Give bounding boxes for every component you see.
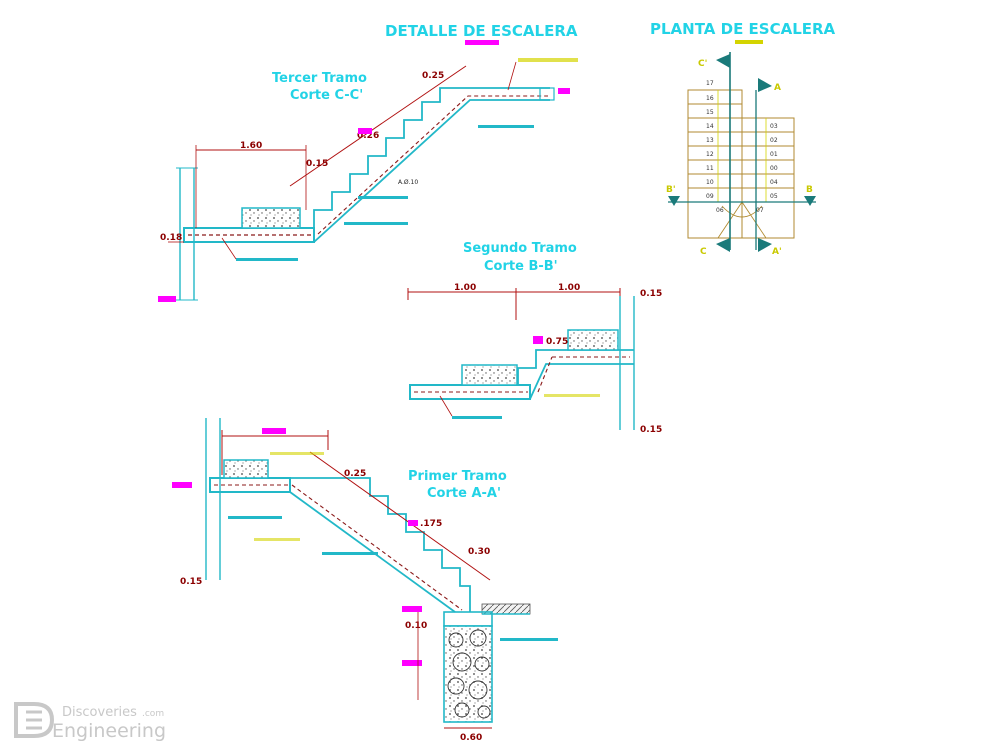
svg-text:16: 16 bbox=[706, 95, 714, 102]
svg-text:0.30: 0.30 bbox=[468, 547, 490, 557]
plan-scale-tag bbox=[735, 40, 763, 44]
svg-text:10: 10 bbox=[706, 179, 714, 186]
svg-text:0.25: 0.25 bbox=[422, 71, 444, 81]
tercer-level-tag bbox=[158, 296, 176, 302]
primer-title: Primer Tramo bbox=[408, 469, 507, 484]
stair-plan: 17 16 15 14 13 12 11 10 09 03 02 01 00 0… bbox=[666, 52, 816, 257]
segundo-title: Segundo Tramo bbox=[463, 241, 577, 256]
watermark-line2: Engineering bbox=[52, 720, 166, 742]
svg-text:1.00: 1.00 bbox=[558, 283, 580, 293]
primer-cut: Corte A-A' bbox=[427, 486, 501, 501]
svg-text:0.10: 0.10 bbox=[405, 621, 427, 631]
watermark-suffix: .com bbox=[142, 709, 164, 719]
svg-text:12: 12 bbox=[706, 151, 714, 158]
plan-title: PLANTA DE ESCALERA bbox=[650, 20, 836, 38]
svg-text:0.18: 0.18 bbox=[160, 233, 182, 243]
svg-text:0.25: 0.25 bbox=[344, 469, 366, 479]
svg-text:14: 14 bbox=[706, 123, 714, 130]
watermark-logo bbox=[14, 702, 55, 738]
svg-text:1.00: 1.00 bbox=[454, 283, 476, 293]
svg-text:0.26: 0.26 bbox=[357, 131, 379, 141]
title-underline-tag bbox=[465, 40, 499, 45]
primer-tramo-section: Primer Tramo Corte A-A' 0.15 0.25 .175 0… bbox=[172, 418, 558, 743]
tercer-tramo-section: Tercer Tramo Corte C-C' 1.60 0.25 0.15 0… bbox=[158, 58, 578, 302]
svg-text:05: 05 bbox=[770, 193, 778, 200]
svg-text:0.15: 0.15 bbox=[640, 289, 662, 299]
svg-text:04: 04 bbox=[770, 179, 778, 186]
svg-text:.175: .175 bbox=[420, 519, 442, 529]
svg-text:11: 11 bbox=[706, 165, 714, 172]
svg-text:0.75: 0.75 bbox=[546, 337, 568, 347]
svg-text:0.15: 0.15 bbox=[306, 159, 328, 169]
tercer-title: Tercer Tramo bbox=[272, 71, 367, 86]
marker-a: A bbox=[774, 83, 781, 93]
svg-text:1.60: 1.60 bbox=[240, 141, 262, 151]
segundo-cut: Corte B-B' bbox=[484, 259, 558, 274]
detail-title: DETALLE DE ESCALERA bbox=[385, 22, 578, 40]
svg-text:15: 15 bbox=[706, 109, 714, 116]
svg-text:A.Ø.10: A.Ø.10 bbox=[398, 179, 418, 186]
svg-text:0.60: 0.60 bbox=[460, 733, 482, 743]
svg-text:00: 00 bbox=[770, 165, 778, 172]
svg-text:09: 09 bbox=[706, 193, 714, 200]
svg-text:17: 17 bbox=[706, 80, 714, 87]
svg-text:0.15: 0.15 bbox=[180, 577, 202, 587]
svg-text:03: 03 bbox=[770, 123, 778, 130]
svg-text:01: 01 bbox=[770, 151, 778, 158]
marker-a-prime: A' bbox=[772, 247, 782, 257]
tercer-cut: Corte C-C' bbox=[290, 88, 363, 103]
svg-text:02: 02 bbox=[770, 137, 778, 144]
watermark: Discoveries .com Engineering bbox=[14, 702, 166, 742]
marker-c: C bbox=[700, 247, 707, 257]
svg-text:06: 06 bbox=[716, 207, 724, 214]
marker-b: B bbox=[806, 185, 813, 195]
svg-text:07: 07 bbox=[756, 207, 764, 214]
marker-c-prime: C' bbox=[698, 59, 707, 69]
watermark-line1: Discoveries bbox=[62, 705, 137, 720]
marker-b-prime: B' bbox=[666, 185, 676, 195]
segundo-tramo-section: Segundo Tramo Corte B-B' 1.00 1.00 0.15 … bbox=[407, 241, 662, 435]
svg-text:0.15: 0.15 bbox=[640, 425, 662, 435]
tercer-fill bbox=[241, 207, 301, 229]
svg-text:13: 13 bbox=[706, 137, 714, 144]
